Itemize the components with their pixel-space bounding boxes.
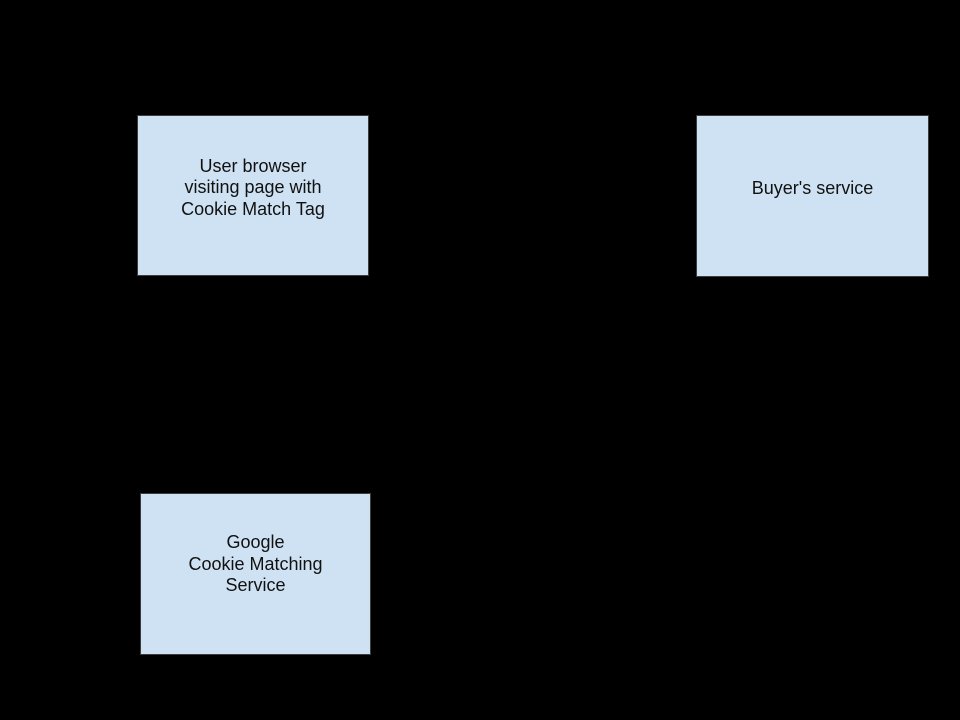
node-label-line: Cookie Match Tag [181,198,325,219]
node-label-line: Service [225,575,286,596]
node-buyers-service-label: Buyer's service [697,178,928,200]
node-user-browser: User browser visiting page with Cookie M… [137,115,369,276]
node-label-line: Cookie Matching [188,553,323,574]
node-google-cookie-matching-service: Google Cookie Matching Service [140,493,371,655]
node-label-line: User browser [199,155,307,176]
node-label-line: visiting page with [184,177,322,198]
node-buyers-service: Buyer's service [696,115,929,277]
node-label-line: Google [226,532,285,553]
node-label-line: Buyer's service [751,178,874,199]
node-google-cookie-matching-service-label: Google Cookie Matching Service [141,532,370,597]
node-user-browser-label: User browser visiting page with Cookie M… [138,156,368,221]
